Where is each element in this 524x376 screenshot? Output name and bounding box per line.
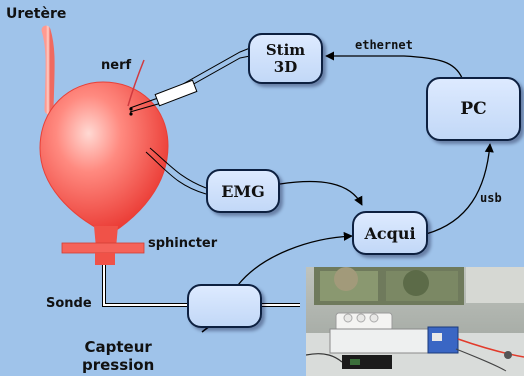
acqui-box: Acqui xyxy=(352,211,428,255)
emg-lead-upper xyxy=(149,147,207,189)
sphincter-label: sphincter xyxy=(148,236,218,251)
emg-lead-lower xyxy=(145,151,207,195)
ureter-label: Uretère xyxy=(6,6,67,22)
emg-box: EMG xyxy=(206,169,280,213)
nerve-fiber xyxy=(127,59,145,107)
bladder-neck xyxy=(94,226,118,248)
stim-lead-lower xyxy=(129,55,251,113)
nerve-label: nerf xyxy=(101,58,132,73)
pc-box: PC xyxy=(426,77,521,141)
bladder xyxy=(39,81,169,234)
ureter-tube xyxy=(41,25,55,115)
sphincter-plate xyxy=(61,242,145,254)
arrow-acqui-to-pc xyxy=(425,143,494,235)
stim-3d-box: Stim 3D xyxy=(248,33,323,84)
setup-photo-drawing xyxy=(306,267,524,376)
usb-label: usb xyxy=(480,191,502,205)
arrow-emg-to-acqui xyxy=(279,180,363,206)
pressure-sensor-box xyxy=(187,284,262,328)
setup-photo xyxy=(306,267,524,376)
probe-line-inner xyxy=(103,265,190,306)
stim-lead-upper xyxy=(129,47,251,109)
probe-label: Sonde xyxy=(46,296,92,311)
stim-electrode xyxy=(154,79,198,107)
probe-line xyxy=(102,265,190,307)
pressure-sensor-label: Capteur pression xyxy=(82,338,155,374)
arrow-pc-to-stim xyxy=(325,51,463,79)
arrow-sensor-to-acqui xyxy=(237,231,353,286)
urethra-stub xyxy=(95,253,115,265)
ethernet-label: ethernet xyxy=(355,38,413,52)
